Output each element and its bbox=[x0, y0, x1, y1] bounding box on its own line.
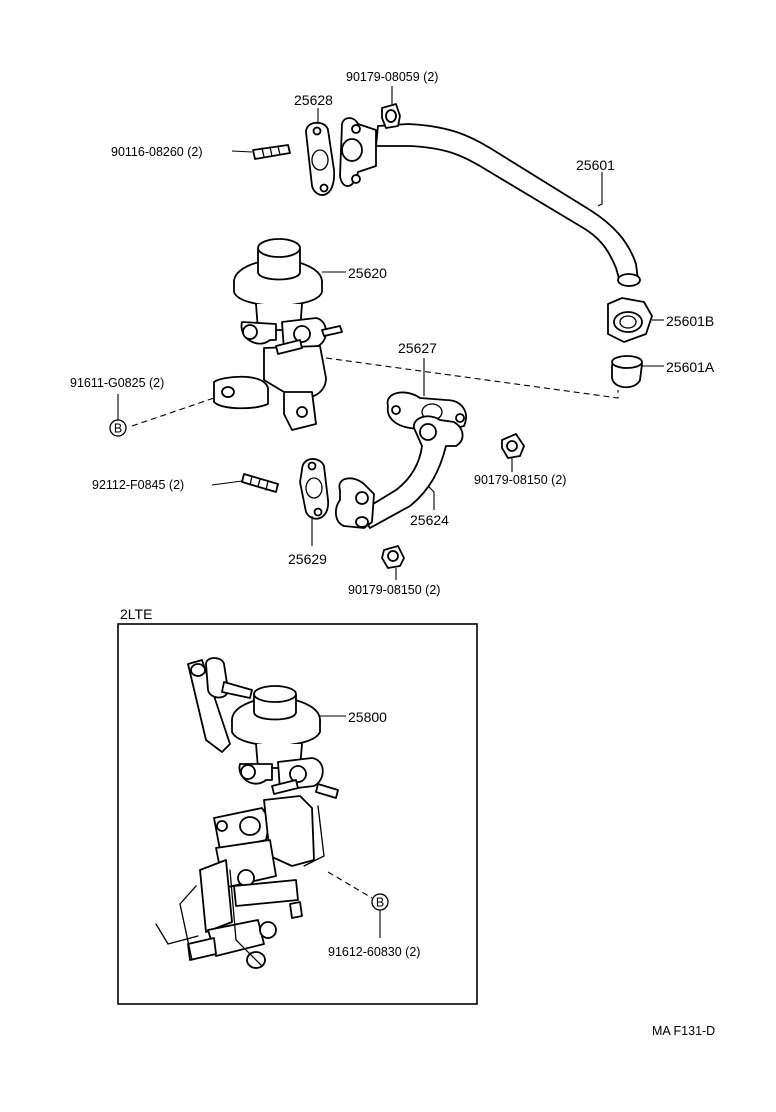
egr-valve-25800 bbox=[187, 657, 339, 799]
ring-25601A bbox=[611, 355, 643, 389]
leader-lines bbox=[117, 86, 664, 580]
label-25628: 25628 bbox=[294, 92, 333, 108]
label-25629: 25629 bbox=[288, 551, 327, 567]
nut-25601B bbox=[607, 297, 653, 343]
label-25627: 25627 bbox=[398, 340, 437, 356]
label-25620: 25620 bbox=[348, 265, 387, 281]
egr-valve-25620 bbox=[213, 238, 343, 431]
gasket-25629 bbox=[299, 458, 329, 520]
egr-pipe-25601 bbox=[375, 123, 641, 287]
label-91611-G0825: 91611-G0825 (2) bbox=[70, 376, 164, 390]
marker-b-2-label: B bbox=[376, 896, 384, 910]
label-90179-08150-upper: 90179-08150 (2) bbox=[474, 473, 566, 487]
diagram-code: MA F131-D bbox=[652, 1024, 715, 1038]
marker-b-2: B bbox=[371, 893, 389, 911]
inset-frame bbox=[117, 623, 478, 1005]
inset-leader-lines bbox=[320, 715, 381, 938]
inset-title: 2LTE bbox=[120, 606, 152, 622]
label-90116-08260: 90116-08260 (2) bbox=[111, 145, 203, 159]
egr-pipe-25624 bbox=[335, 415, 464, 529]
gasket-25628 bbox=[305, 121, 335, 196]
marker-b-1-label: B bbox=[114, 422, 122, 436]
label-25601: 25601 bbox=[576, 157, 615, 173]
label-25601A: 25601A bbox=[666, 359, 715, 375]
vsv-assembly bbox=[155, 795, 325, 969]
label-90179-08059: 90179-08059 (2) bbox=[346, 70, 438, 84]
marker-b-1: B bbox=[109, 419, 127, 437]
nut-90179-08150-lower bbox=[381, 545, 405, 569]
label-25601B: 25601B bbox=[666, 313, 714, 329]
label-92112-F0845: 92112-F0845 (2) bbox=[92, 478, 184, 492]
nut-90179-08150-upper bbox=[501, 433, 525, 459]
part-labels: 90179-08059 (2) 25628 90116-08260 (2) 25… bbox=[70, 70, 715, 597]
label-25800: 25800 bbox=[348, 709, 387, 725]
label-25624: 25624 bbox=[410, 512, 449, 528]
label-91612-60830: 91612-60830 (2) bbox=[328, 945, 420, 959]
nut-90179-08059 bbox=[381, 103, 401, 129]
stud-92112-F0845 bbox=[241, 473, 279, 493]
label-90179-08150-lower: 90179-08150 (2) bbox=[348, 583, 440, 597]
stud-90116-08260 bbox=[252, 144, 291, 160]
inset-2lte: 2LTE bbox=[117, 606, 478, 1005]
pipe-flange bbox=[339, 117, 377, 187]
